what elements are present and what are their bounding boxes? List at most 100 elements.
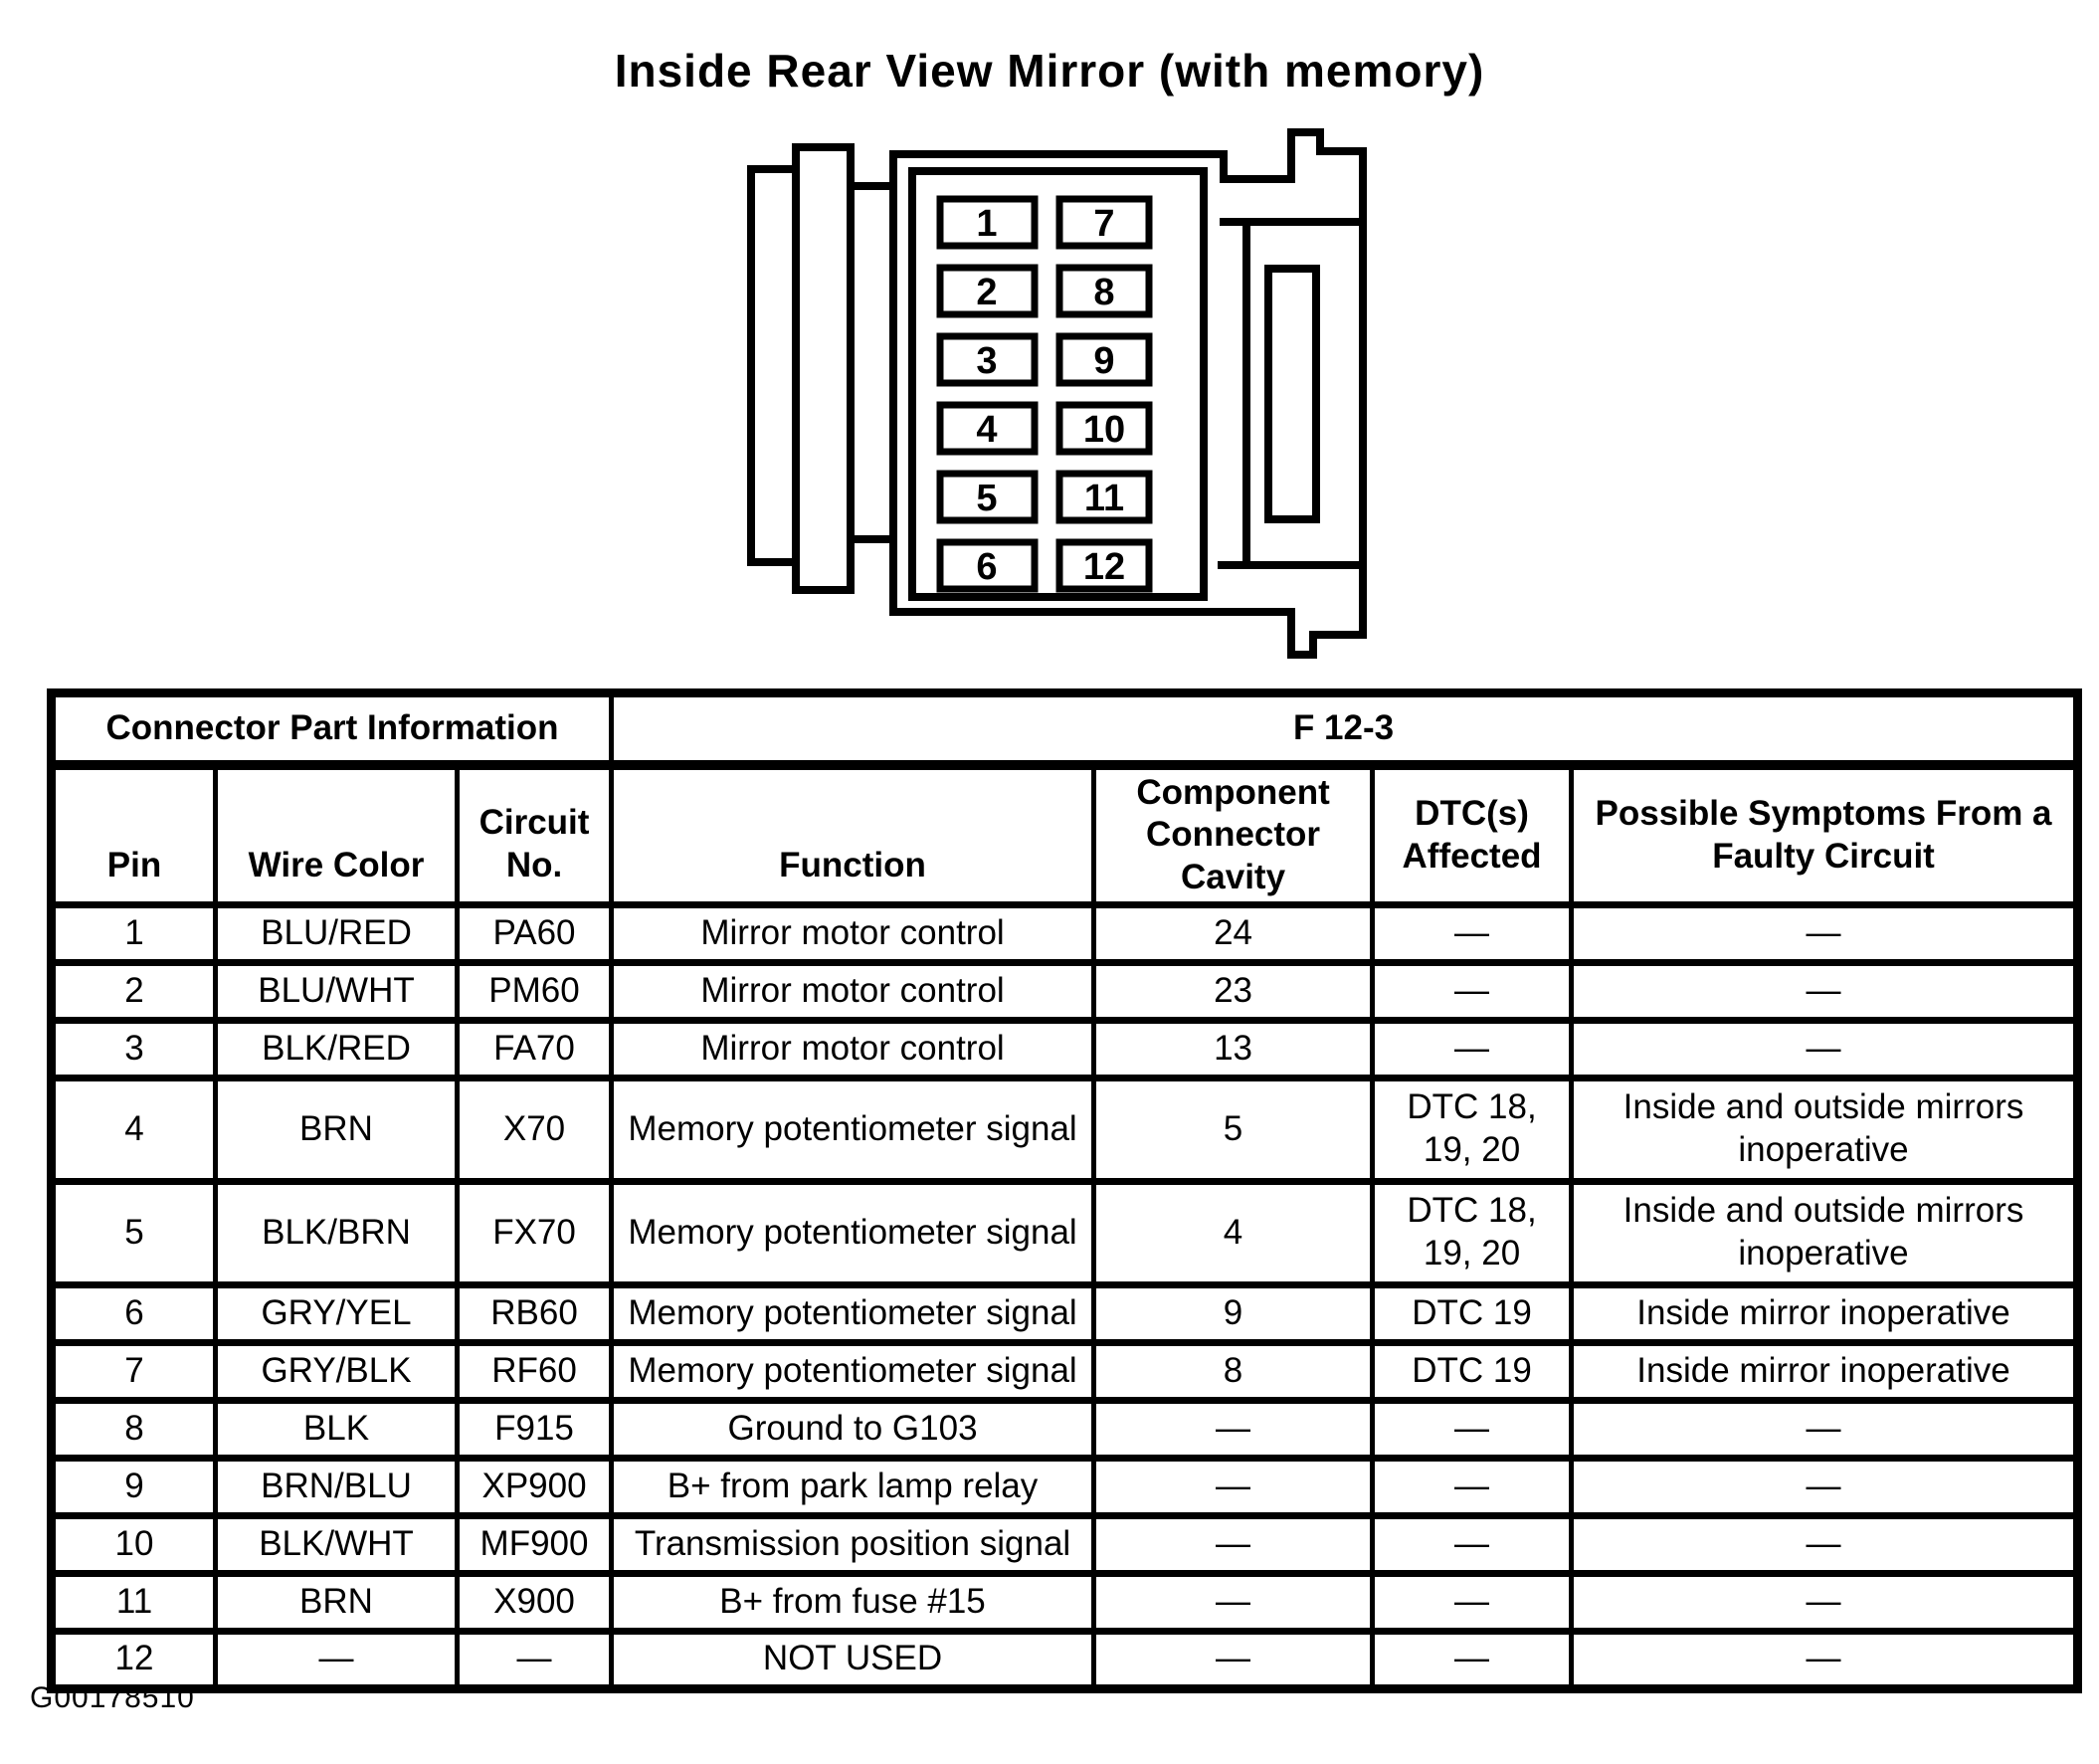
- pinout-cell: X70: [454, 1074, 615, 1185]
- cavity-label: 5: [976, 478, 997, 519]
- pinout-cell: Inside and outside mirrors inoperative: [1569, 1177, 2080, 1288]
- header-wire-color: Wire Color: [213, 761, 460, 908]
- cavity-box: [1055, 264, 1153, 318]
- pinout-cell: Mirror motor control: [609, 1016, 1097, 1081]
- pinout-cell: —: [213, 1627, 460, 1692]
- part-info-row: Connector Part Information F 12-3: [48, 689, 2080, 770]
- pinout-cell: 2: [49, 958, 218, 1024]
- pinout-cell: PM60: [454, 958, 615, 1024]
- header-component-connector-cavity: Component Connector Cavity: [1091, 761, 1376, 908]
- pinout-cell: —: [1091, 1627, 1376, 1692]
- cavity-label: 9: [1093, 340, 1114, 382]
- cavity-label: 7: [1093, 203, 1114, 245]
- pinout-cell: DTC 18, 19, 20: [1370, 1074, 1575, 1185]
- page-title: Inside Rear View Mirror (with memory): [614, 45, 1485, 97]
- pinout-cell: BLK/BRN: [213, 1177, 460, 1288]
- pinout-cell: BLK/RED: [213, 1016, 460, 1081]
- pinout-cell: 3: [49, 1016, 218, 1081]
- table-row: 8 BLK F915 Ground to G103 — — —: [49, 1396, 2080, 1462]
- table-row: 7 GRY/BLK RF60 Memory potentiometer sign…: [49, 1338, 2080, 1404]
- pinout-cell: 24: [1091, 900, 1376, 966]
- pinout-cell: —: [1569, 1569, 2080, 1635]
- pinout-cell: 6: [49, 1280, 218, 1346]
- cavity-box: [936, 538, 1039, 593]
- cavity-box: [936, 332, 1039, 387]
- pinout-cell: 13: [1091, 1016, 1376, 1081]
- pinout-cell: Mirror motor control: [609, 958, 1097, 1024]
- pinout-cell: BLK: [213, 1396, 460, 1462]
- pinout-cell: Ground to G103: [609, 1396, 1097, 1462]
- pinout-cell: 4: [1091, 1177, 1376, 1288]
- pinout-cell: GRY/YEL: [213, 1280, 460, 1346]
- header-circuit-no: Circuit No.: [454, 761, 615, 908]
- pinout-cell: Memory potentiometer signal: [609, 1280, 1097, 1346]
- pinout-cell: —: [1370, 1511, 1575, 1577]
- pinout-cell: DTC 19: [1370, 1280, 1575, 1346]
- pinout-cell: Transmission position signal: [609, 1511, 1097, 1577]
- pinout-cell: X900: [454, 1569, 615, 1635]
- cavity-label: 1: [976, 203, 997, 245]
- pinout-cell: FX70: [454, 1177, 615, 1288]
- pinout-cell: —: [1370, 1569, 1575, 1635]
- header-possible-symptoms: Possible Symptoms From a Faulty Circuit: [1569, 761, 2080, 908]
- cavity-box: [1055, 195, 1153, 250]
- pinout-cell: 12: [49, 1627, 218, 1692]
- table-row: 3 BLK/RED FA70 Mirror motor control 13 —…: [49, 1016, 2080, 1081]
- pinout-cell: BLU/RED: [213, 900, 460, 966]
- pinout-cell: 23: [1091, 958, 1376, 1024]
- cavity-label: 8: [1093, 272, 1114, 313]
- pinout-cell: —: [1370, 1627, 1575, 1692]
- cavity-box: [936, 264, 1039, 318]
- pinout-cell: —: [1370, 958, 1575, 1024]
- pinout-cell: BRN: [213, 1074, 460, 1185]
- figure-code: G00178510: [30, 1681, 195, 1714]
- column-header-row: Pin Wire Color Circuit No. Function Comp…: [49, 761, 2080, 908]
- connector-left-tab: [792, 143, 855, 594]
- pinout-cell: —: [1569, 958, 2080, 1024]
- pinout-cell: 5: [1091, 1074, 1376, 1185]
- cavity-label: 12: [1083, 546, 1125, 588]
- cavity-box: [936, 401, 1039, 456]
- pinout-cell: —: [1370, 900, 1575, 966]
- connector-left-wing: [747, 165, 800, 566]
- table-row: 1 BLU/RED PA60 Mirror motor control 24 —…: [49, 900, 2080, 966]
- header-pin: Pin: [49, 761, 218, 908]
- pinout-cell: 8: [49, 1396, 218, 1462]
- pinout-cell: RB60: [454, 1280, 615, 1346]
- pinout-cell: 10: [49, 1511, 218, 1577]
- table-row: 4 BRN X70 Memory potentiometer signal 5 …: [49, 1074, 2080, 1185]
- connector-latch-bar: [1264, 265, 1320, 523]
- part-info-value: F 12-3: [609, 689, 2080, 770]
- pinout-cell: 11: [49, 1569, 218, 1635]
- pinout-cell: Memory potentiometer signal: [609, 1074, 1097, 1185]
- pinout-cell: —: [454, 1627, 615, 1692]
- pinout-cell: Memory potentiometer signal: [609, 1338, 1097, 1404]
- pinout-cell: Mirror motor control: [609, 900, 1097, 966]
- cavity-label: 2: [976, 272, 997, 313]
- pinout-cell: 8: [1091, 1338, 1376, 1404]
- pinout-cell: —: [1091, 1454, 1376, 1519]
- header-dtcs-affected: DTC(s) Affected: [1370, 761, 1575, 908]
- pinout-cell: —: [1569, 900, 2080, 966]
- pinout-cell: RF60: [454, 1338, 615, 1404]
- part-info-label: Connector Part Information: [48, 689, 615, 770]
- cavity-box: [1055, 470, 1153, 524]
- pinout-cell: Inside and outside mirrors inoperative: [1569, 1074, 2080, 1185]
- pinout-cell: B+ from park lamp relay: [609, 1454, 1097, 1519]
- header-function: Function: [609, 761, 1097, 908]
- table-row: 5 BLK/BRN FX70 Memory potentiometer sign…: [49, 1177, 2080, 1288]
- pinout-cell: BLU/WHT: [213, 958, 460, 1024]
- cavity-label: 4: [976, 409, 997, 451]
- cavity-box: [1055, 538, 1153, 593]
- table-row: 10 BLK/WHT MF900 Transmission position s…: [49, 1511, 2080, 1577]
- pinout-cell: 9: [1091, 1280, 1376, 1346]
- table-row: 11 BRN X900 B+ from fuse #15 — — —: [49, 1569, 2080, 1635]
- pinout-cell: —: [1569, 1454, 2080, 1519]
- pinout-cell: FA70: [454, 1016, 615, 1081]
- pinout-cell: PA60: [454, 900, 615, 966]
- pinout-cell: —: [1091, 1396, 1376, 1462]
- pinout-cell: BRN/BLU: [213, 1454, 460, 1519]
- cavity-label: 10: [1083, 409, 1125, 451]
- pinout-cell: BRN: [213, 1569, 460, 1635]
- pinout-cell: Inside mirror inoperative: [1569, 1338, 2080, 1404]
